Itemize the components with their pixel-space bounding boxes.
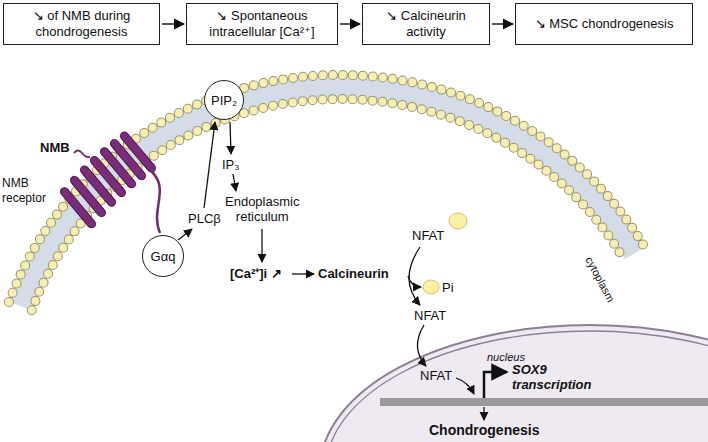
membrane-heads-outer [9,75,645,302]
phosphate-dot [449,213,467,229]
enzyme-label: Calcineurin [318,266,389,281]
arrow [417,325,426,366]
membrane-heads-inner [32,99,624,310]
receptor-helices [59,130,157,229]
arrow [409,247,420,305]
ligand-mark [74,151,90,158]
arrow [230,122,231,154]
phosphate-label: Pi [442,280,454,295]
flow-arrow [162,23,184,24]
outcome-label: Chondrogenesis [429,423,539,438]
arrow [456,378,474,394]
membrane-core [21,87,635,306]
ligand-label: NMB [40,140,70,155]
arrow [261,229,262,262]
node-text: ↘ MSC chondrogenesis [535,16,674,32]
node-text: ↘ Spontaneous intracellular [Ca²⁺] [193,8,331,40]
arrow [408,276,421,287]
messenger-label: IP₃ [222,157,240,172]
arrow [204,122,215,208]
node-text: ↘ Calcineurin activity [369,8,483,40]
membrane-heads-inner [32,99,624,310]
flow-arrow [492,23,513,24]
factor-label: NFAT [420,368,452,383]
compartment-label: cytoplasm [582,254,618,305]
process-box: ↘ Spontaneous intracellular [Ca²⁺] [186,3,338,45]
node-text: Gαq [151,249,176,264]
node-text: ↘ of NMB during chondrogenesis [10,8,153,40]
dna-bar [380,398,708,406]
receptor-helix [59,186,97,229]
arrow [233,174,236,191]
gene-label: SOX9 transcription [512,362,591,392]
flow-arrow [340,23,360,24]
receptor-label: NMB receptor [2,176,46,206]
factor-label: NFAT [412,228,444,243]
process-box: ↘ of NMB during chondrogenesis [3,3,160,45]
molecule-circle: PIP₂ [204,80,244,120]
process-box: ↘ MSC chondrogenesis [515,3,693,45]
node-text: PIP₂ [211,93,237,108]
phosphate-dot [423,280,439,294]
arrow [483,407,484,420]
arrow [178,229,192,240]
organelle-label: Endoplasmic reticulum [225,194,299,224]
calcium-label: [Ca²⁺]i ↗ [230,266,282,281]
nucleus-envelope [320,325,708,442]
arrow [292,273,314,274]
membrane-heads-outer [9,75,645,302]
nucleus-inner-membrane [326,331,708,442]
protein-circle: Gαq [142,235,184,277]
receptor-tail [152,172,160,233]
transcription-arrow [484,372,507,398]
receptor-helix [119,130,157,173]
enzyme-label: PLCβ [188,211,221,226]
factor-label: NFAT [414,308,446,323]
process-box: ↘ Calcineurin activity [362,3,490,45]
